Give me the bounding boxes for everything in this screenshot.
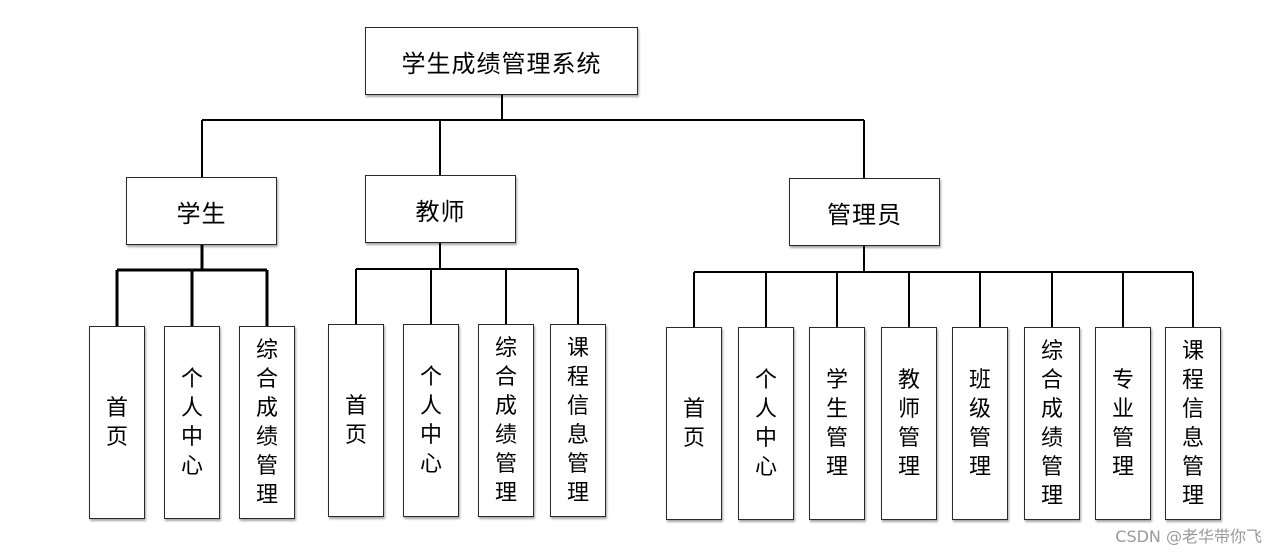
leaf-label: 班级管理 xyxy=(968,367,991,480)
leaf-node: 课程信息管理 xyxy=(550,324,606,517)
leaf-node: 教师管理 xyxy=(881,327,937,520)
leaf-node: 个人中心 xyxy=(738,327,794,520)
role-node-teacher: 教师 xyxy=(365,175,516,243)
root-label: 学生成绩管理系统 xyxy=(401,49,602,78)
leaf-node: 首页 xyxy=(89,326,145,519)
role-label: 学生 xyxy=(176,199,227,228)
leaf-label: 专业管理 xyxy=(1111,367,1134,480)
leaf-node: 专业管理 xyxy=(1095,327,1151,520)
leaf-label: 个人中心 xyxy=(754,367,777,480)
leaf-node: 首页 xyxy=(666,327,722,520)
leaf-node: 学生管理 xyxy=(809,327,865,520)
root-node: 学生成绩管理系统 xyxy=(365,27,638,95)
leaf-node: 综合成绩管理 xyxy=(239,326,295,519)
leaf-label: 首页 xyxy=(344,393,367,448)
leaf-label: 课程信息管理 xyxy=(1181,338,1204,509)
role-node-student: 学生 xyxy=(126,177,277,245)
leaf-node: 综合成绩管理 xyxy=(1024,327,1080,520)
leaf-label: 个人中心 xyxy=(419,364,442,477)
leaf-label: 个人中心 xyxy=(180,366,203,479)
leaf-label: 教师管理 xyxy=(897,367,920,480)
leaf-label: 综合成绩管理 xyxy=(1040,338,1063,509)
leaf-label: 首页 xyxy=(682,396,705,451)
leaf-label: 首页 xyxy=(105,395,128,450)
leaf-node: 班级管理 xyxy=(952,327,1008,520)
leaf-label: 学生管理 xyxy=(825,367,848,480)
role-node-admin: 管理员 xyxy=(789,178,940,246)
leaf-node: 个人中心 xyxy=(403,324,459,517)
leaf-label: 课程信息管理 xyxy=(566,335,589,506)
role-label: 管理员 xyxy=(827,200,902,229)
role-label: 教师 xyxy=(415,197,466,226)
leaf-node: 综合成绩管理 xyxy=(478,324,534,517)
leaf-node: 首页 xyxy=(328,324,384,517)
leaf-node: 课程信息管理 xyxy=(1165,327,1221,520)
leaf-node: 个人中心 xyxy=(164,326,220,519)
watermark-text: CSDN @老华带你飞 xyxy=(1115,527,1262,546)
leaf-label: 综合成绩管理 xyxy=(494,335,517,506)
leaf-label: 综合成绩管理 xyxy=(255,337,278,508)
